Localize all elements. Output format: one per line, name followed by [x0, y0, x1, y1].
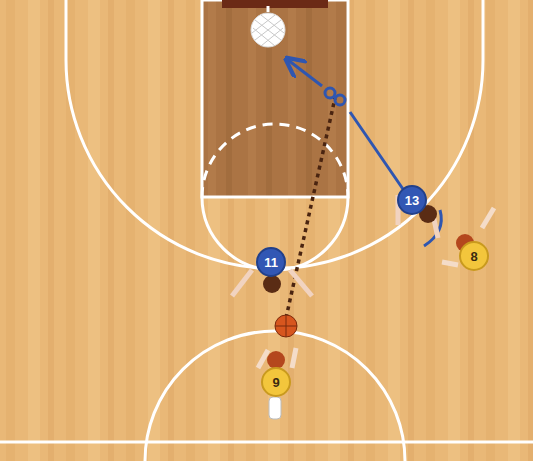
- key-paint: [202, 0, 348, 197]
- jersey-number: 9: [272, 376, 279, 389]
- player-9-figure: [258, 348, 296, 419]
- jersey-number: 11: [264, 256, 278, 269]
- basketball: [275, 315, 297, 337]
- free-throw-circle-bottom: [202, 197, 348, 270]
- cut-arrow: [288, 60, 405, 192]
- jersey-number: 8: [470, 250, 477, 263]
- three-point-line: [66, 0, 483, 269]
- backboard: [222, 0, 328, 8]
- player-jersey: 9: [261, 367, 291, 397]
- center-circle: [145, 331, 405, 461]
- player-jersey: 13: [397, 185, 427, 215]
- half-court-line: [0, 441, 533, 444]
- basket: [251, 6, 285, 47]
- pass-line: [286, 98, 335, 318]
- player-jersey: 8: [459, 241, 489, 271]
- player-jersey: 11: [256, 247, 286, 277]
- jersey-number: 13: [405, 194, 419, 207]
